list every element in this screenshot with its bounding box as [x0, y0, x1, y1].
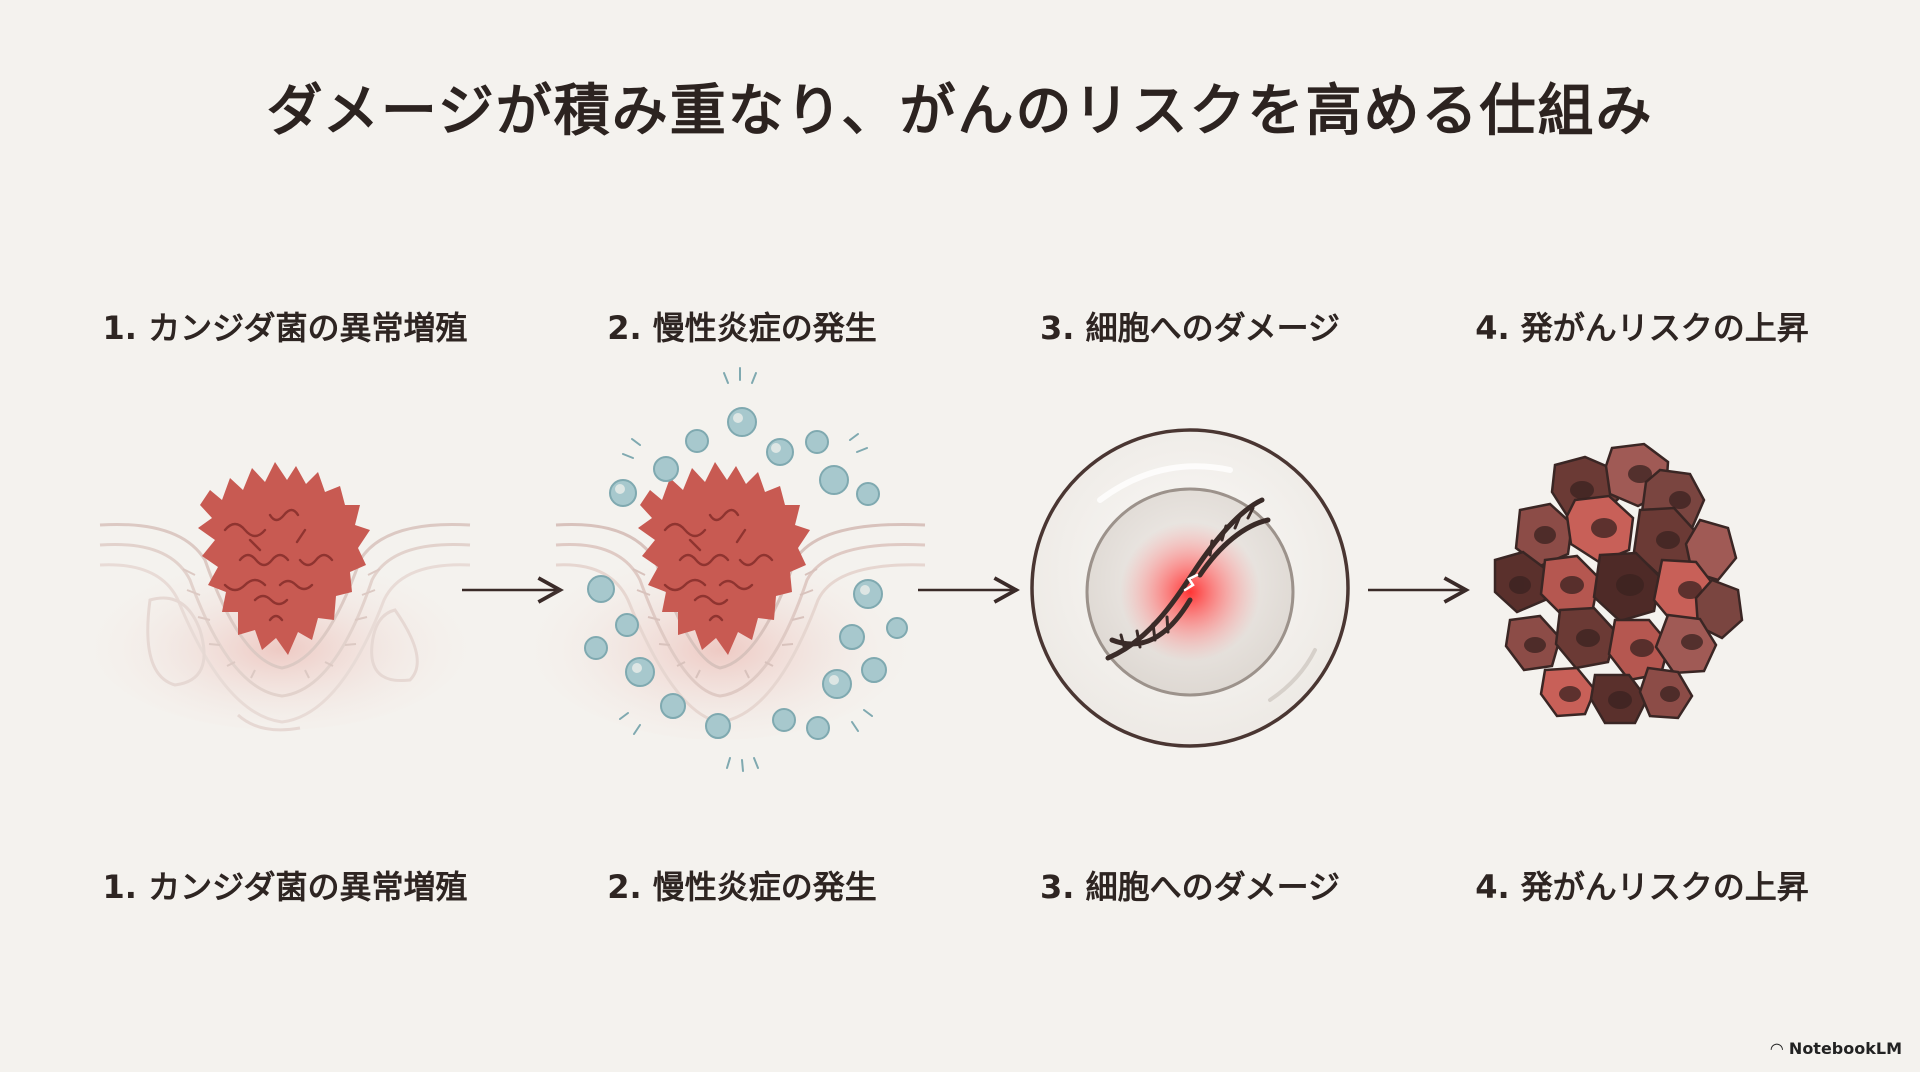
step-4-label-bottom: 4. 発がんリスクの上昇 — [1475, 868, 1809, 906]
step-3-label-bottom: 3. 細胞へのダメージ — [1040, 868, 1340, 906]
fungal-overgrowth-icon — [90, 462, 471, 732]
step-1-label-bottom: 1. カンジダ菌の異常増殖 — [102, 868, 468, 906]
brand-name: NotebookLM — [1788, 1039, 1902, 1058]
step-1-label-top: 1. カンジダ菌の異常増殖 — [102, 309, 468, 347]
damaged-dna-cell-icon — [1030, 428, 1350, 748]
tumor-nuclei — [1509, 465, 1703, 709]
step-2-label-bottom: 2. 慢性炎症の発生 — [607, 868, 877, 906]
brand-badge: ◠ NotebookLM — [1771, 1039, 1902, 1058]
inflammation-icon — [530, 367, 926, 772]
notebooklm-logo-icon: ◠ — [1770, 1038, 1783, 1058]
tumor-cells — [1493, 442, 1744, 725]
page-title: ダメージが積み重なり、がんのリスクを高める仕組み — [266, 78, 1654, 144]
step-2-label-top: 2. 慢性炎症の発生 — [607, 309, 877, 347]
step-3-label-top: 3. 細胞へのダメージ — [1040, 309, 1340, 347]
tumor-cluster-icon — [1493, 442, 1744, 725]
step-4-label-top: 4. 発がんリスクの上昇 — [1475, 309, 1809, 347]
